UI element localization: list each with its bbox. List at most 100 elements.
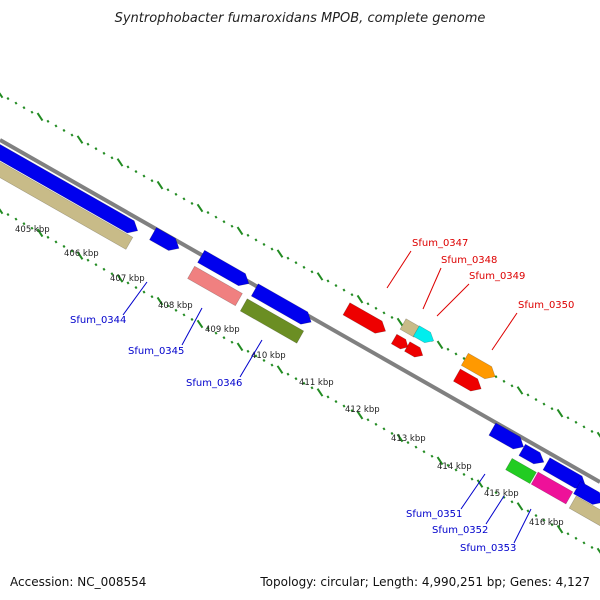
tick-mark	[222, 220, 226, 224]
tick-mark	[54, 124, 58, 128]
cds-arrow	[573, 481, 600, 505]
tick-mark	[134, 169, 138, 174]
tick-mark	[510, 500, 514, 504]
tick-mark	[390, 431, 394, 435]
tick-mark	[342, 288, 346, 292]
tick-mark	[516, 502, 524, 511]
tick-mark	[14, 101, 18, 105]
tick-mark	[310, 270, 314, 274]
tick-mark	[582, 541, 586, 545]
cds-arrow	[530, 471, 574, 505]
tick-mark	[62, 128, 66, 133]
tick-mark	[254, 354, 258, 358]
tick-mark	[596, 547, 600, 554]
tick-mark	[286, 256, 290, 260]
tick-mark	[526, 393, 530, 397]
tick-mark	[294, 261, 298, 265]
cds-arrow	[197, 249, 250, 287]
tick-mark	[150, 179, 154, 183]
tick-mark	[270, 363, 274, 367]
tick-mark	[476, 479, 484, 488]
tick-mark	[150, 295, 154, 299]
cds-arrow	[404, 341, 424, 358]
kbp-label: 415 kbp	[484, 489, 519, 499]
tick-mark	[62, 244, 66, 249]
genome-summary-text: Topology: circular; Length: 4,990,251 bp…	[259, 575, 590, 589]
tick-mark	[76, 135, 84, 144]
tick-mark	[110, 156, 114, 160]
tick-mark	[446, 347, 450, 351]
kbp-label: 407 kbp	[110, 274, 145, 284]
cds-arrow	[239, 298, 305, 344]
tick-mark	[574, 536, 578, 540]
cds-arrow	[505, 457, 537, 485]
tick-mark	[502, 379, 506, 383]
tick-mark	[174, 308, 178, 312]
tick-mark	[6, 97, 10, 101]
tick-mark	[550, 523, 554, 527]
tick-mark	[302, 381, 306, 385]
tick-mark	[446, 463, 450, 467]
tick-mark	[246, 349, 250, 353]
gene-label[interactable]: Sfum_0347	[412, 238, 468, 249]
tick-mark	[166, 188, 170, 192]
tick-mark	[126, 165, 130, 169]
gene-label[interactable]: Sfum_0349	[469, 271, 525, 282]
tick-mark	[350, 293, 354, 297]
tick-mark	[556, 524, 564, 534]
tick-mark	[462, 356, 466, 361]
kbp-label: 405 kbp	[15, 225, 50, 235]
kbp-label: 414 kbp	[437, 462, 472, 472]
tick-mark	[550, 407, 554, 411]
gene-label[interactable]: Sfum_0345	[128, 346, 184, 357]
tick-mark	[596, 431, 600, 438]
cds-arrow	[390, 333, 409, 350]
tick-mark	[254, 238, 258, 242]
cds-arrow	[488, 422, 524, 450]
tick-mark	[316, 388, 324, 397]
tick-mark	[436, 340, 444, 350]
gene-label[interactable]: Sfum_0350	[518, 300, 574, 311]
kbp-label: 406 kbp	[64, 249, 99, 259]
kbp-label: 410 kbp	[251, 351, 286, 361]
tick-mark	[174, 192, 178, 196]
tick-mark	[222, 336, 226, 340]
cds-arrow	[518, 443, 545, 465]
tick-mark	[534, 397, 538, 402]
tick-mark	[102, 151, 106, 155]
tick-mark	[582, 425, 586, 429]
gene-label[interactable]: Sfum_0352	[432, 525, 488, 536]
kbp-label: 413 kbp	[391, 434, 426, 444]
tick-mark	[6, 213, 10, 217]
gene-label[interactable]: Sfum_0353	[460, 543, 516, 554]
tick-mark	[382, 427, 386, 431]
gene-leader-line	[239, 339, 263, 378]
cds-arrow	[0, 144, 139, 234]
cds-arrow	[412, 325, 435, 344]
tick-mark	[126, 281, 130, 285]
tick-mark	[190, 317, 194, 321]
tick-mark	[206, 327, 210, 331]
cds-arrow	[460, 352, 496, 380]
gene-label[interactable]: Sfum_0346	[186, 378, 242, 389]
gene-label[interactable]: Sfum_0348	[441, 255, 497, 266]
tick-mark	[0, 92, 4, 99]
tick-mark	[94, 147, 98, 151]
tick-mark	[86, 142, 90, 146]
tick-mark	[310, 386, 314, 390]
gene-label[interactable]: Sfum_0344	[70, 315, 126, 326]
tick-mark	[342, 404, 346, 408]
tick-mark	[22, 106, 26, 110]
gene-leader-line	[513, 508, 532, 544]
tick-mark	[326, 279, 330, 283]
tick-mark	[566, 416, 570, 420]
tick-mark	[382, 311, 386, 315]
tick-mark	[230, 224, 234, 228]
gene-label[interactable]: Sfum_0351	[406, 509, 462, 520]
tick-mark	[366, 418, 370, 422]
tick-mark	[334, 283, 338, 288]
tick-mark	[86, 258, 90, 262]
tick-mark	[454, 352, 458, 356]
tick-mark	[76, 251, 84, 260]
